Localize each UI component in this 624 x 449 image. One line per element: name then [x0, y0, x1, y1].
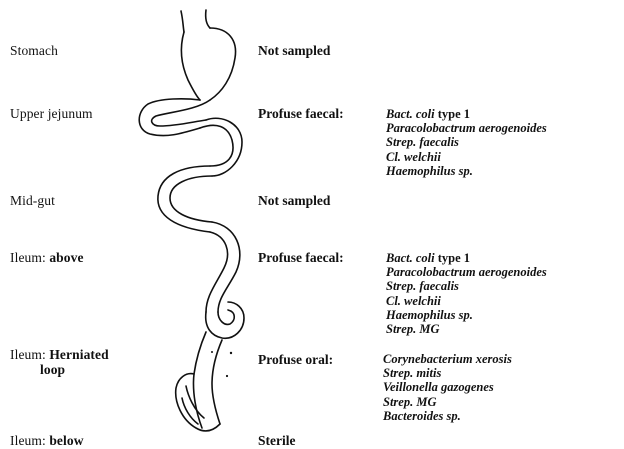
- site-label-ileum-below: Ileum: below: [10, 433, 84, 449]
- esophagus-outline: [181, 11, 184, 32]
- ileum-outline: [212, 222, 240, 312]
- status-ileum-herniated: Profuse oral:: [258, 352, 333, 368]
- organism-entry: Strep. faecalis: [386, 279, 547, 293]
- status-stomach: Not sampled: [258, 43, 330, 59]
- herniated-loop-outline: [206, 302, 244, 338]
- site-qualifier-2: loop: [40, 362, 65, 377]
- duodenum-outline: [152, 100, 210, 126]
- herniated-loop-outline: [218, 310, 234, 324]
- organism-entry: Bacteroides sp.: [383, 409, 512, 423]
- organism-entry: Haemophilus sp.: [386, 164, 547, 178]
- stomach-outline: [210, 28, 236, 100]
- ileum-outline: [206, 232, 228, 312]
- organism-entry: Haemophilus sp.: [386, 308, 547, 322]
- site-label-ileum-herniated-loop: loop: [40, 362, 65, 378]
- organism-list-ileum-herniated: Corynebacterium xerosis Strep. mitis Vei…: [383, 352, 512, 423]
- organism-entry: Strep. MG: [383, 395, 512, 409]
- organism-entry: Paracolobactrum aerogenoides: [386, 265, 547, 279]
- organism-entry: Cl. welchii: [386, 294, 547, 308]
- organism-entry: Veillonella gazogenes: [383, 380, 512, 394]
- status-ileum-above: Profuse faecal:: [258, 250, 344, 266]
- site-qualifier: Herniated: [49, 347, 108, 362]
- esophagus-outline: [206, 10, 210, 28]
- organism-entry: Strep. MG: [386, 322, 547, 336]
- organism-entry: Cl. welchii: [386, 150, 547, 164]
- organism-list-ileum-above: Bact. coli type 1 Paracolobactrum aeroge…: [386, 251, 547, 336]
- site-qualifier: below: [49, 433, 83, 448]
- organism-entry: Bact. coli type 1: [386, 251, 547, 265]
- stomach-outline: [181, 32, 200, 100]
- status-upper-jejunum: Profuse faecal:: [258, 106, 344, 122]
- jejunum-outline: [200, 125, 233, 166]
- site-qualifier: above: [49, 250, 83, 265]
- status-ileum-below: Sterile: [258, 433, 295, 449]
- site-label-stomach: Stomach: [10, 43, 58, 59]
- organism-entry: Bact. coli type 1: [386, 107, 547, 121]
- midgut-outline: [170, 176, 212, 222]
- site-part: Ileum:: [10, 250, 46, 265]
- site-label-upper-jejunum: Upper jejunum: [10, 106, 93, 122]
- organism-entry: Paracolobactrum aerogenoides: [386, 121, 547, 135]
- duodenum-outline: [139, 99, 200, 136]
- jejunum-outline: [206, 118, 242, 176]
- site-label-ileum-above: Ileum: above: [10, 250, 84, 266]
- organism-entry: Strep. faecalis: [386, 135, 547, 149]
- site-label-ileum-herniated: Ileum: Herniated: [10, 347, 109, 363]
- site-part: Ileum:: [10, 433, 46, 448]
- site-part: Ileum:: [10, 347, 46, 362]
- organism-entry: Strep. mitis: [383, 366, 512, 380]
- organism-list-upper-jejunum: Bact. coli type 1 Paracolobactrum aeroge…: [386, 107, 547, 178]
- lower-ileum-outline: [212, 340, 222, 424]
- status-mid-gut: Not sampled: [258, 193, 330, 209]
- organism-entry: Corynebacterium xerosis: [383, 352, 512, 366]
- site-label-mid-gut: Mid-gut: [10, 193, 55, 209]
